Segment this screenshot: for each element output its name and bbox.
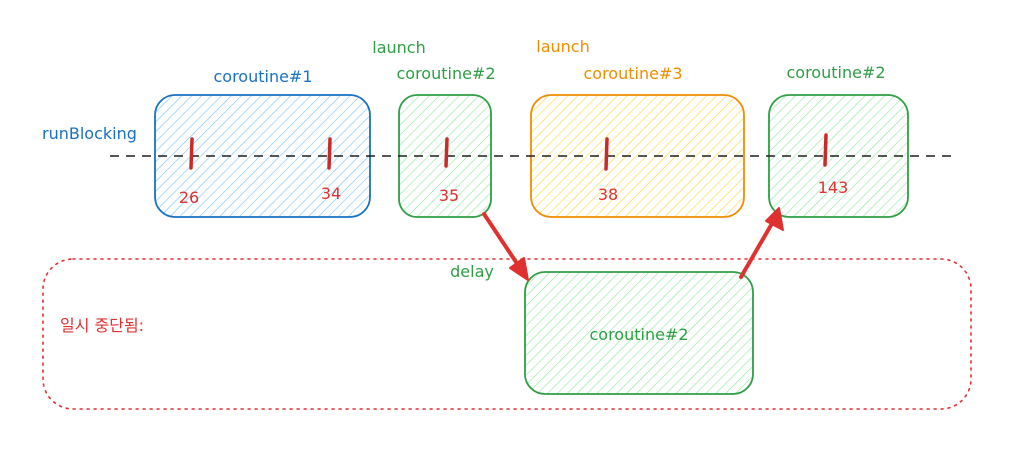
coroutine2-box-suspended	[524, 271, 754, 395]
coroutine2-title-first: coroutine#2	[396, 64, 495, 83]
tick-mark-35	[444, 137, 449, 168]
suspended-label: 일시 중단됨:	[60, 316, 144, 335]
tick-mark-38	[604, 137, 609, 171]
tick-mark-34	[327, 137, 332, 170]
delay-arrow	[482, 212, 529, 281]
coroutine2-title-resumed: coroutine#2	[786, 63, 885, 82]
suspended-region	[42, 258, 972, 410]
coroutine1-title: coroutine#1	[213, 67, 312, 86]
resume-arrow	[739, 207, 784, 279]
tick-label-34: 34	[321, 184, 341, 203]
tick-mark-143	[823, 133, 828, 167]
tick-label-143: 143	[818, 178, 849, 197]
coroutine2-title-suspended: coroutine#2	[589, 325, 688, 344]
coroutine3-title: coroutine#3	[583, 64, 682, 83]
launch-label-second: launch	[536, 37, 589, 56]
delay-label: delay	[450, 262, 494, 281]
tick-label-35: 35	[439, 186, 459, 205]
runblocking-label: runBlocking	[42, 124, 137, 143]
tick-label-38: 38	[598, 185, 618, 204]
tick-label-26: 26	[179, 188, 199, 207]
launch-label-first: launch	[372, 38, 425, 57]
tick-mark-26	[189, 137, 194, 170]
